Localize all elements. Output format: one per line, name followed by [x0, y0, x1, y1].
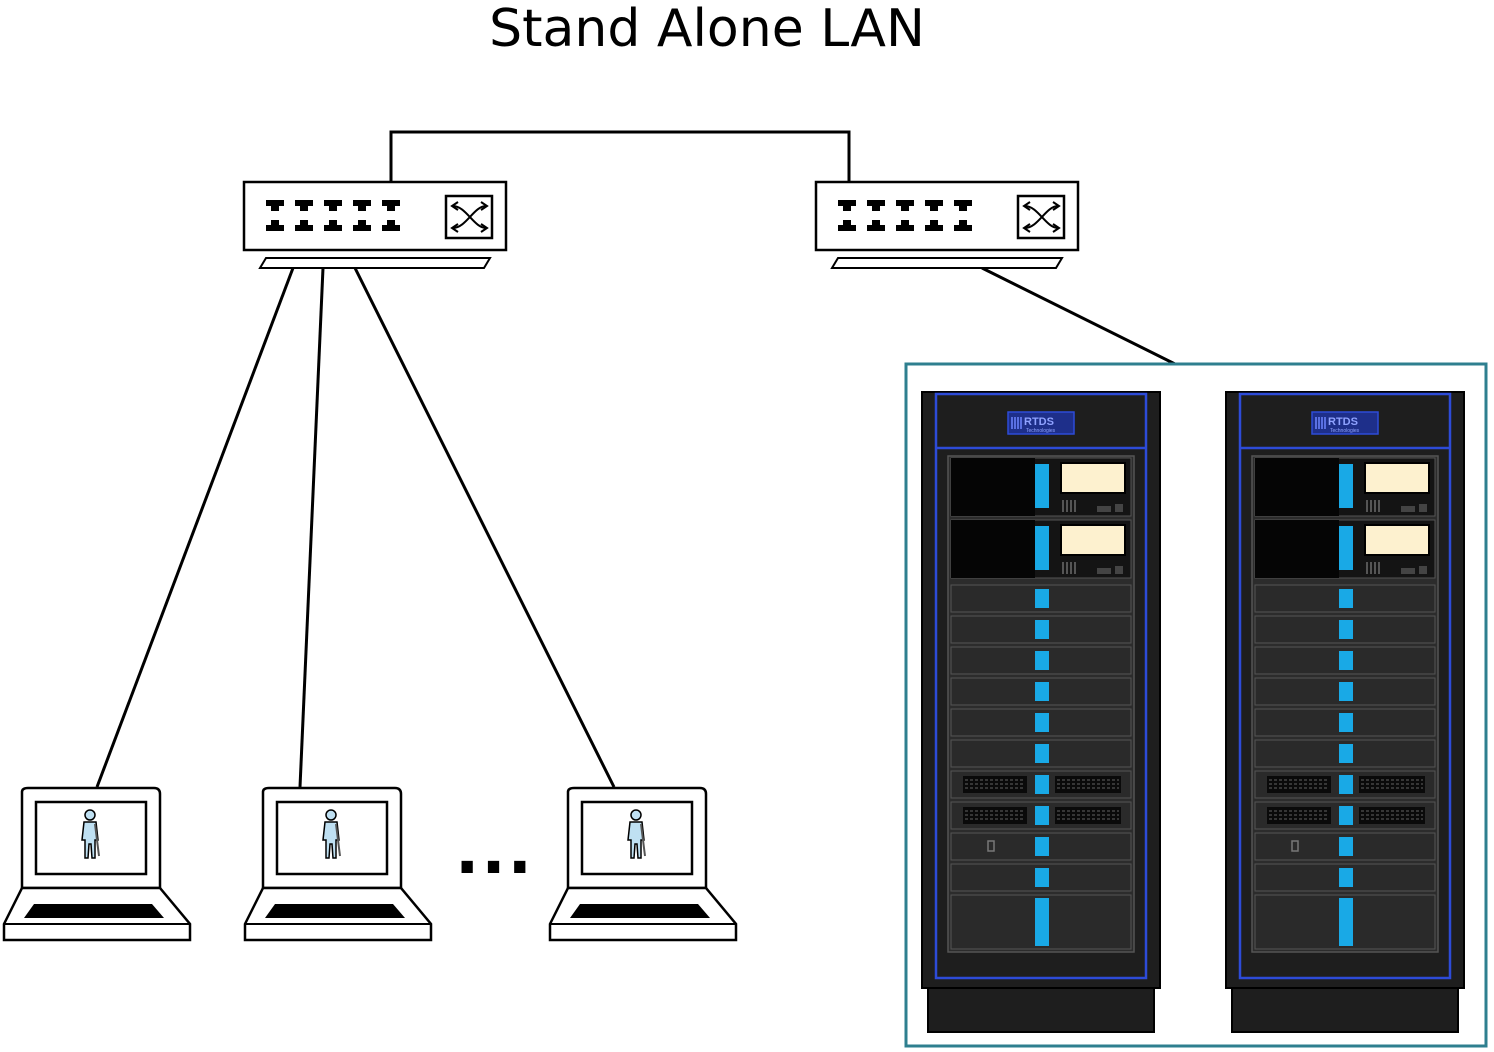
diagram-title: Stand Alone LAN [489, 0, 925, 59]
more-laptops-ellipsis: ... [455, 815, 534, 889]
rack-logo-sub: Technologies [1330, 428, 1360, 434]
laptop-1 [2, 786, 192, 942]
network-switch-left [244, 182, 506, 268]
rtds-rack-1: RTDS Technologies [921, 391, 1161, 1033]
cable-laptop-1 [95, 267, 295, 788]
cable-laptop-2 [298, 267, 325, 788]
cable-rack-group [981, 266, 1176, 366]
cables [95, 130, 1176, 788]
rack-logo-sub: Technologies [1026, 428, 1056, 434]
rack-logo-brand: RTDS [1328, 416, 1358, 428]
laptop-3 [548, 786, 738, 942]
network-switch-right [816, 182, 1078, 268]
laptop-2 [243, 786, 433, 942]
rtds-rack-2: RTDS Technologies [1225, 391, 1465, 1033]
inter-switch-link [389, 130, 851, 182]
cable-laptop-3 [353, 267, 616, 788]
rack-logo-brand: RTDS [1024, 416, 1054, 428]
